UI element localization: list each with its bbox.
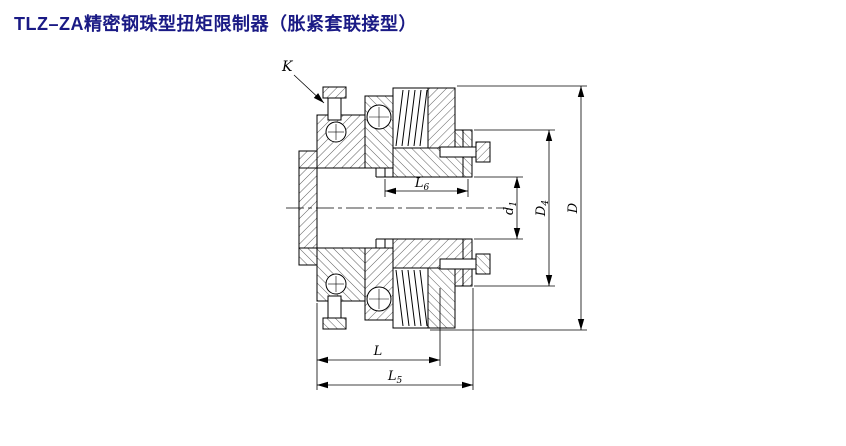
d1-base: d (502, 207, 517, 215)
disc-spring-stack (392, 87, 429, 149)
disc-spring (407, 89, 416, 147)
coupling-upper-half (298, 86, 491, 178)
drawing-title: TLZ–ZA精密钢珠型扭矩限制器（胀紧套联接型） (14, 14, 417, 34)
dimension-d4 (474, 129, 555, 287)
k-leader-line (293, 74, 325, 104)
clamp-screw-head (475, 141, 491, 163)
l5-label: L5 (387, 369, 403, 386)
d4-label: D4 (534, 200, 551, 217)
disc-spring (395, 89, 404, 147)
adjusting-nut (427, 87, 456, 149)
l6-base: L (414, 176, 424, 191)
d1-sub: 1 (509, 201, 519, 207)
bolt-head (322, 86, 347, 99)
clamp-screw-shank (439, 146, 477, 158)
k-label: K (281, 59, 294, 75)
l-label: L (373, 344, 383, 359)
disc-spring (419, 89, 428, 147)
disc-spring (413, 89, 422, 147)
left-end-plate (298, 150, 318, 169)
l5-base: L (387, 369, 397, 384)
coupling-cross-section (286, 74, 506, 330)
d4-sub: 4 (541, 200, 551, 207)
l6-label: L6 (414, 176, 430, 193)
dimension-l (316, 288, 441, 390)
coupling-lower-half (298, 238, 491, 330)
dimension-l5 (317, 288, 474, 390)
dimensions (316, 85, 587, 390)
l6-sub: 6 (423, 183, 429, 193)
dimension-d1 (474, 176, 523, 240)
dimension-l6 (384, 179, 469, 197)
d4-base: D (534, 205, 549, 217)
bolt-shank (327, 97, 342, 121)
d-label: D (566, 202, 581, 214)
dimension-d (430, 85, 587, 331)
d1-label: d1 (502, 201, 519, 215)
disc-spring (401, 89, 410, 147)
l5-sub: 5 (396, 376, 402, 386)
